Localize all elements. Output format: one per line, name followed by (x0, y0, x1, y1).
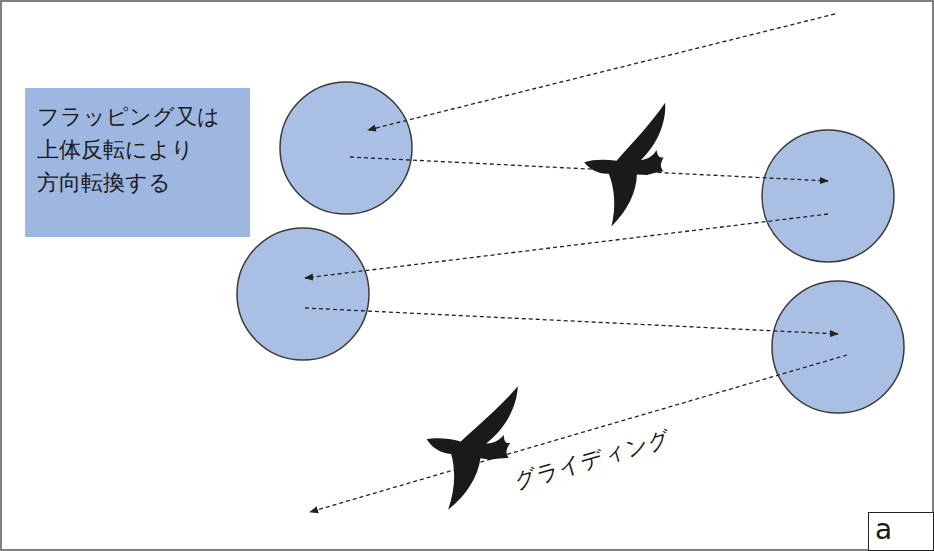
flight-path (310, 355, 847, 512)
flight-path (305, 214, 828, 278)
flight-path (350, 157, 828, 181)
panel-letter-box: a (868, 512, 934, 551)
bat-silhouette (576, 93, 673, 233)
node-text: フラッピング又は 上体反転により 方向転換する (37, 100, 240, 199)
turn-circle (280, 82, 412, 214)
motion-label: グライディング (511, 423, 674, 497)
note-box: フラッピング又は 上体反転により 方向転換する (25, 88, 250, 237)
flight-path (305, 308, 838, 334)
flight-paths (305, 14, 847, 512)
flight-path (368, 14, 835, 130)
bats (411, 93, 673, 521)
node-text: a (875, 515, 927, 546)
turn-circle (237, 228, 369, 360)
bat-silhouette (411, 368, 526, 521)
turn-circle (772, 281, 904, 413)
turn-zones (237, 82, 904, 413)
turn-circle (762, 130, 894, 262)
